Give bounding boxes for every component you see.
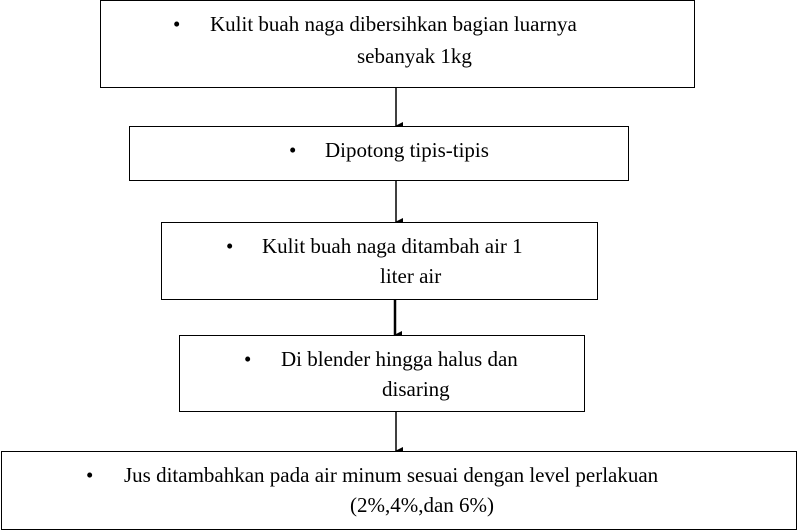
step-4-line-2: disaring	[382, 377, 450, 401]
step-1-line-1: Kulit buah naga dibersihkan bagian luarn…	[210, 12, 577, 36]
bullet-icon: •	[244, 347, 252, 371]
bullet-icon: •	[226, 234, 234, 258]
step-box-2: • Dipotong tipis-tipis	[129, 126, 629, 181]
step-3-line-2: liter air	[380, 264, 442, 288]
step-1-line-2: sebanyak 1kg	[357, 44, 472, 68]
step-box-3: • Kulit buah naga ditambah air 1 liter a…	[161, 222, 598, 300]
step-4-line-1: Di blender hingga halus dan	[281, 347, 518, 371]
step-5-line-1: Jus ditambahkan pada air minum sesuai de…	[124, 463, 659, 487]
step-3-line-1: Kulit buah naga ditambah air 1	[262, 234, 523, 258]
bullet-icon: •	[86, 463, 94, 487]
step-box-5: • Jus ditambahkan pada air minum sesuai …	[1, 451, 797, 530]
step-2-line-1: Dipotong tipis-tipis	[325, 138, 489, 162]
bullet-icon: •	[173, 12, 181, 36]
bullet-icon: •	[289, 138, 297, 162]
step-box-1: • Kulit buah naga dibersihkan bagian lua…	[100, 0, 695, 88]
step-5-line-2: (2%,4%,dan 6%)	[350, 493, 495, 517]
step-box-4: • Di blender hingga halus dan disaring	[179, 335, 585, 412]
